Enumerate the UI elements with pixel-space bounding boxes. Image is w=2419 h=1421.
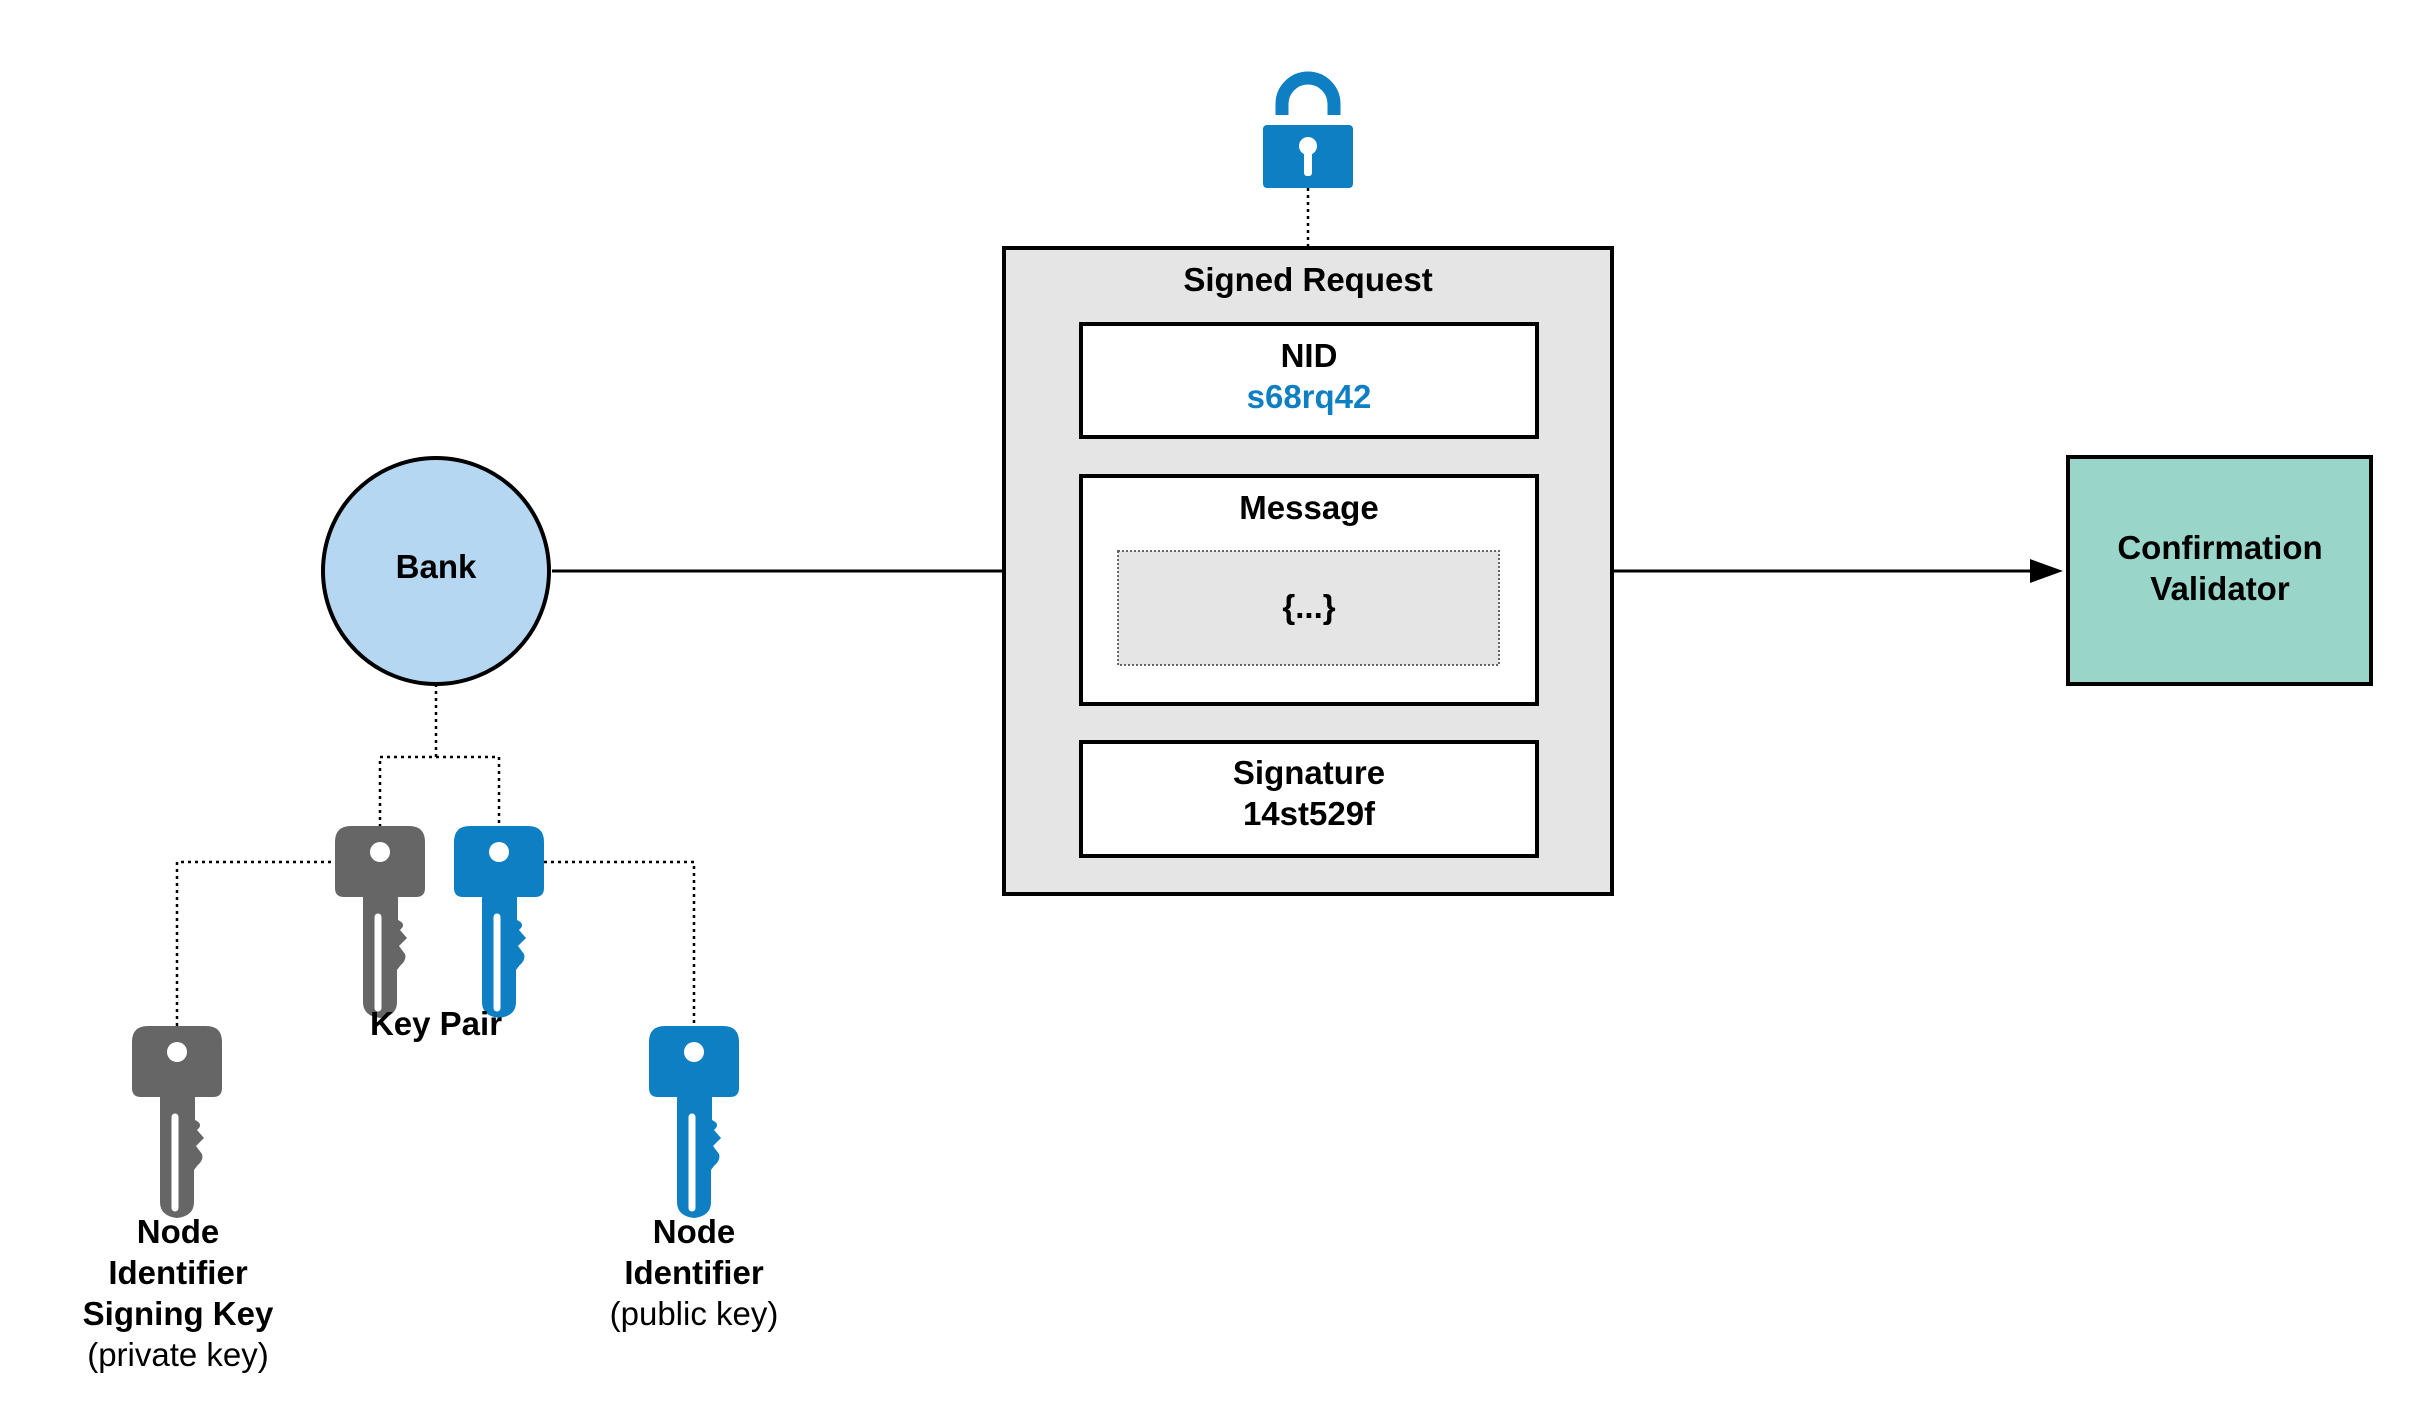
signature-label: Signature: [1233, 754, 1385, 791]
message-body: {...}: [1282, 588, 1335, 625]
nid-label: NID: [1281, 337, 1338, 374]
gray-key-icon: [335, 826, 425, 1018]
signing-key-line3: Signing Key: [83, 1295, 274, 1332]
blue-key-icon: [649, 1026, 739, 1218]
signing-key-line4: (private key): [87, 1336, 269, 1373]
public-key-caption: Node Identifier (public key): [610, 1213, 779, 1332]
bank-label: Bank: [396, 548, 477, 585]
message-body-box: [1117, 550, 1500, 666]
nid-value: s68rq42: [1247, 378, 1372, 415]
public-key-line2: Identifier: [624, 1254, 764, 1291]
validator-line2: Validator: [2150, 570, 2290, 607]
arrow-head: [2030, 559, 2063, 583]
blue-key-icon: [454, 826, 544, 1018]
signature-value: 14st529f: [1243, 795, 1376, 832]
key-pair-label: Key Pair: [370, 1005, 502, 1042]
key-pair-connectors: [175, 188, 1310, 1030]
signing-key-line2: Identifier: [108, 1254, 248, 1291]
padlock-icon: [1263, 71, 1353, 188]
public-key-line1: Node: [653, 1213, 736, 1250]
signed-request-title: Signed Request: [1183, 261, 1432, 298]
confirmation-validator-node: [2066, 455, 2373, 686]
public-key-line3: (public key): [610, 1295, 779, 1332]
signing-key-caption: Node Identifier Signing Key (private key…: [83, 1213, 274, 1373]
validator-line1: Confirmation: [2117, 529, 2322, 566]
gray-key-icon: [132, 1026, 222, 1218]
signing-key-line1: Node: [137, 1213, 220, 1250]
bank-node: [321, 456, 551, 686]
nid-box: [1079, 322, 1539, 439]
message-label: Message: [1239, 489, 1378, 526]
signature-box: [1079, 740, 1539, 858]
